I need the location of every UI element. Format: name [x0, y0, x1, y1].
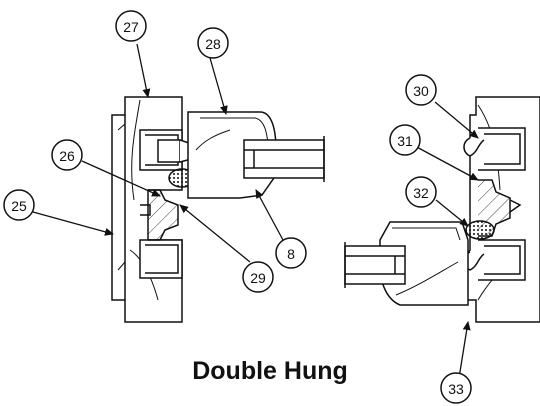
leader-26 [81, 160, 161, 197]
callout-bubble-28 [197, 27, 229, 59]
callout-bubble-29 [242, 261, 274, 293]
right-jamb-section [461, 96, 540, 323]
right-sash-section [344, 221, 469, 306]
leader-30 [434, 101, 479, 139]
callout-label-30: 30 [413, 83, 429, 99]
callout-bubble-30 [405, 74, 437, 106]
callout-label-31: 31 [397, 133, 413, 149]
callout-bubble-27 [115, 10, 147, 42]
callout-label-32: 32 [413, 185, 429, 201]
left-sash-section [187, 111, 325, 199]
callout-label-8: 8 [287, 246, 295, 262]
callout-label-27: 27 [123, 19, 139, 35]
leader-25 [32, 211, 114, 236]
leader-28 [209, 57, 228, 115]
leader-33 [458, 321, 471, 379]
leader-32 [435, 199, 469, 227]
callout-bubble-31 [389, 124, 421, 156]
left-jamb-section [111, 96, 196, 323]
leader-8 [255, 189, 284, 241]
callout-label-26: 26 [59, 148, 75, 164]
leader-27 [136, 43, 151, 98]
callout-bubble-33 [440, 372, 472, 404]
callout-label-28: 28 [205, 36, 221, 52]
callout-bubble-32 [405, 176, 437, 208]
leader-29 [179, 204, 251, 263]
callout-label-25: 25 [11, 198, 27, 214]
callout-bubble-8 [275, 237, 307, 269]
diagram-caption: Double Hung [192, 357, 348, 385]
callout-label-29: 29 [250, 270, 266, 286]
callout-label-33: 33 [448, 381, 464, 397]
callout-bubble-26 [51, 139, 83, 171]
leader-31 [412, 144, 479, 181]
callout-bubble-25 [3, 189, 35, 221]
